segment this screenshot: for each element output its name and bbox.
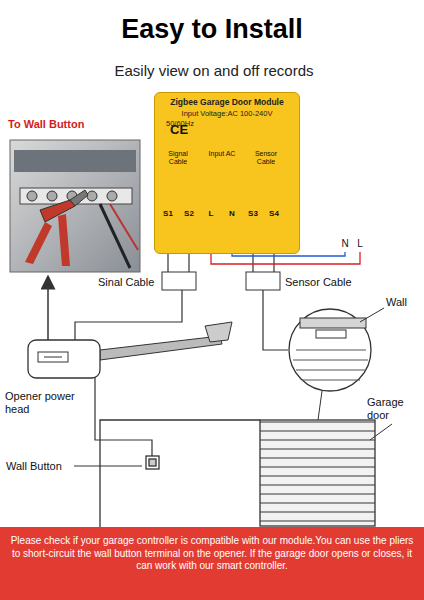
part-label: Wall <box>386 296 407 309</box>
pin-name: S4 <box>266 209 282 218</box>
pin-name: S2 <box>181 209 197 218</box>
wire-name: N <box>338 238 352 250</box>
garage <box>100 420 375 527</box>
terminal-group-label: Signal Cable <box>161 150 195 166</box>
node-text: Input Voltage:AC 100-240V <box>160 109 294 118</box>
node-text: Zigbee Garage Door Module <box>160 97 294 108</box>
pin-name: S1 <box>160 209 176 218</box>
pin-name: L <box>203 209 219 218</box>
photo <box>10 140 140 272</box>
ce-mark: CE <box>170 123 188 138</box>
cable-label: Sensor Cable <box>285 276 352 289</box>
terminal-group-label: Sensor Cable <box>248 150 284 166</box>
part-label: Garage door <box>367 396 421 421</box>
subtitle: Easily view on and off records <box>2 62 424 79</box>
opener <box>28 322 232 378</box>
module-box: Zigbee Garage Door ModuleInput Voltage:A… <box>154 92 300 254</box>
cable-label: Sinal Cable <box>98 276 154 289</box>
part-label: Opener power head <box>5 390 85 415</box>
notice-banner: Please check if your garage controller i… <box>0 527 424 600</box>
pin-name: S3 <box>245 209 261 218</box>
pin-name: N <box>224 209 240 218</box>
terminal-group-label: Input AC <box>205 150 239 158</box>
part-label: Wall Button <box>6 460 62 473</box>
sensor-zoom <box>289 309 371 420</box>
wire-name: L <box>353 238 367 250</box>
title: Easy to Install <box>0 14 424 45</box>
photo-label: To Wall Button <box>8 118 84 131</box>
node-text: Please check if your garage controller i… <box>8 535 416 573</box>
